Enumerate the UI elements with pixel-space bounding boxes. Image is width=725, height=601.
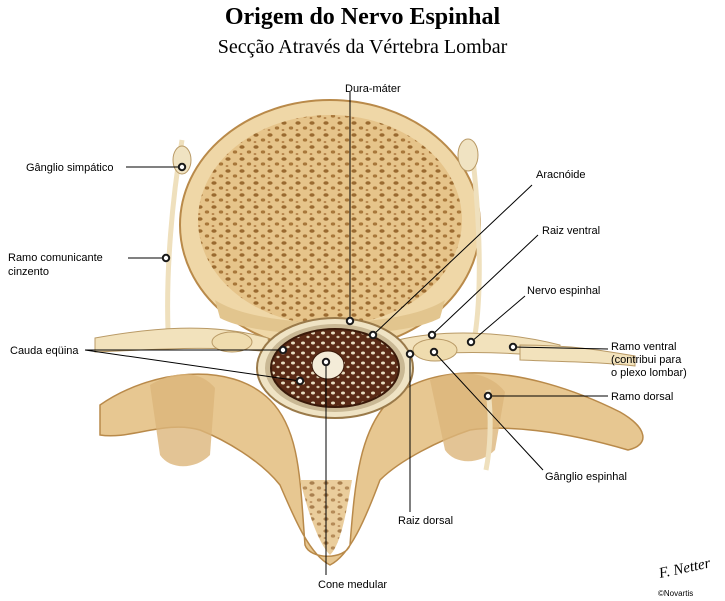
label-ramo-ventral: Ramo ventral bbox=[611, 341, 676, 353]
label-cauda-equina: Cauda eqüina bbox=[10, 345, 79, 357]
copyright-text: ©Novartis bbox=[658, 589, 693, 598]
diagram-subtitle: Secção Através da Vértebra Lombar bbox=[217, 36, 508, 58]
label-ramo-comunicante-2: cinzento bbox=[8, 266, 49, 278]
label-raiz-ventral: Raiz ventral bbox=[542, 225, 600, 237]
marker-dots bbox=[161, 162, 518, 401]
label-aracnoide: Aracnóide bbox=[536, 169, 586, 181]
label-raiz-dorsal: Raiz dorsal bbox=[398, 515, 453, 527]
label-cone-medular: Cone medular bbox=[318, 579, 387, 591]
label-ramo-dorsal: Ramo dorsal bbox=[611, 391, 673, 403]
leader-lines bbox=[84, 92, 609, 575]
label-ganglio-espinhal: Gânglio espinhal bbox=[545, 471, 627, 483]
label-ramo-comunicante: Ramo comunicante bbox=[8, 252, 103, 264]
artist-signature: F. Netter bbox=[657, 555, 713, 582]
label-ramo-ventral-note-1: (contribui para bbox=[611, 354, 682, 366]
label-ganglio-simpatico: Gânglio simpático bbox=[26, 162, 113, 174]
label-ramo-ventral-note-2: o plexo lombar) bbox=[611, 367, 687, 379]
label-nervo-espinhal: Nervo espinhal bbox=[527, 285, 600, 297]
label-dura-mater: Dura-máter bbox=[345, 83, 401, 95]
vertebral-body bbox=[179, 99, 481, 351]
sympathetic-ganglion-right bbox=[457, 138, 479, 172]
diagram-title: Origem do Nervo Espinhal bbox=[224, 4, 501, 30]
spinal-canal bbox=[256, 317, 414, 419]
